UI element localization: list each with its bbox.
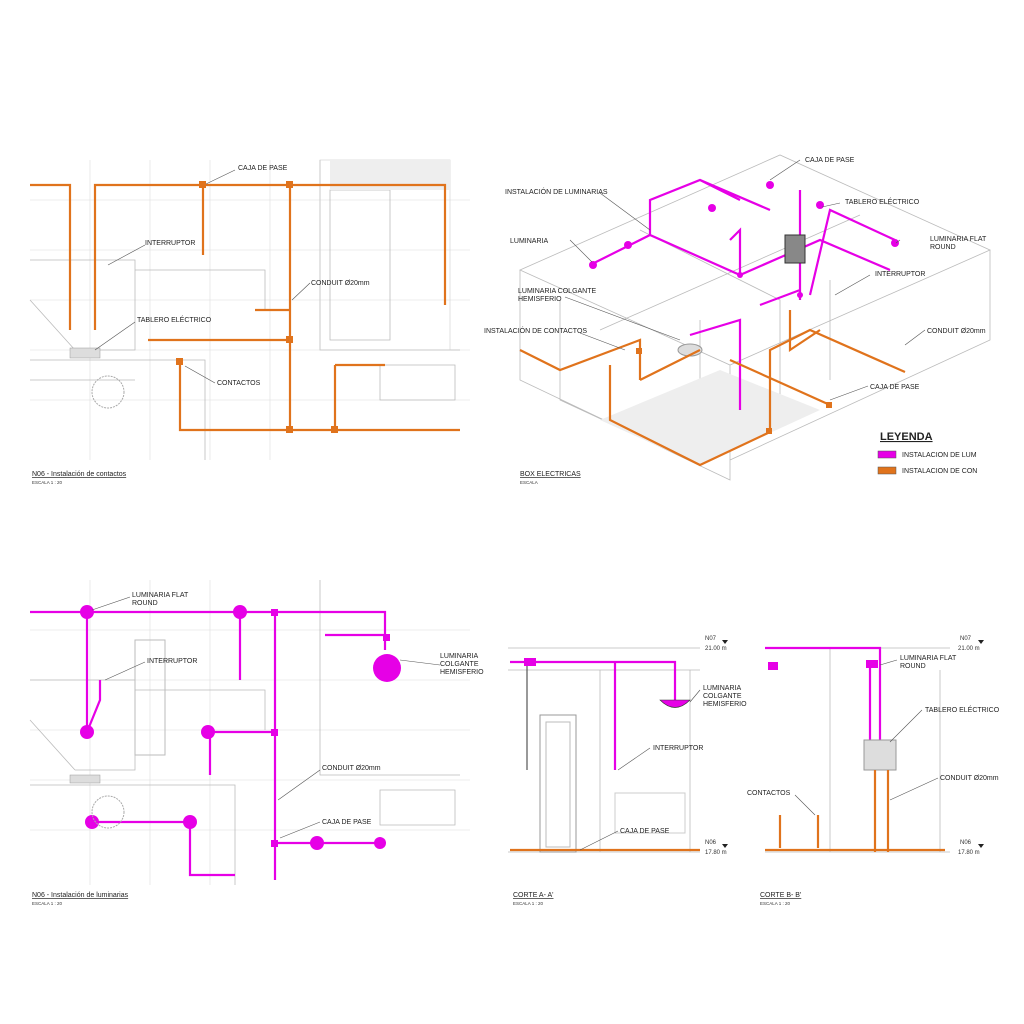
label-luminaria: LUMINARIA	[510, 238, 548, 245]
section-title: CORTE A- A'	[513, 892, 554, 899]
label-caja-de-pase: CAJA DE PASE	[322, 819, 372, 826]
panel-contacts-plan: CAJA DE PASE INTERRUPTOR TABLERO ELÉCTRI…	[29, 159, 470, 485]
label-caja-de-pase: CAJA DE PASE	[238, 165, 288, 172]
level-n06-name: N06	[705, 840, 717, 846]
section-title: CORTE B- B'	[760, 892, 801, 899]
label-interruptor: INTERRUPTOR	[653, 745, 703, 752]
panel-scale: ESCALA 1 : 20	[32, 901, 63, 906]
label-luminaria-flat: LUMINARIA FLAT	[900, 655, 957, 662]
level-n07-name: N07	[705, 636, 717, 642]
label-luminaria: LUMINARIA	[703, 685, 741, 692]
panel-title: N06 - Instalación de contactos	[32, 471, 127, 478]
panel-scale: ESCALA 1 : 20	[32, 480, 63, 485]
label-caja-de-pase: CAJA DE PASE	[620, 828, 670, 835]
legend: LEYENDA INSTALACION DE LUM INSTALACION D…	[877, 431, 977, 475]
level-n07-name: N07	[960, 636, 972, 642]
legend-label-contacts: INSTALACION DE CON	[902, 468, 977, 475]
level-n07-value: 21.00 m	[958, 646, 980, 652]
label-tablero: TABLERO ELÉCTRICO	[845, 197, 920, 206]
label-colgante: LUMINARIA COLGANTE	[518, 288, 597, 295]
label-round: ROUND	[930, 244, 956, 251]
label-instalacion-luminarias: INSTALACIÓN DE LUMINARIAS	[505, 187, 608, 196]
section-a: N07 21.00 m N06 17.80 m LUMINARIA COLGAN…	[508, 636, 747, 906]
label-caja-de-pase-top: CAJA DE PASE	[805, 157, 855, 164]
label-round: ROUND	[900, 663, 926, 670]
label-conduit: CONDUIT Ø20mm	[311, 280, 370, 287]
panel-lighting-plan: LUMINARIA FLAT ROUND INTERRUPTOR LUMINAR…	[29, 580, 484, 906]
label-luminaria: LUMINARIA	[440, 653, 478, 660]
label-tablero: TABLERO ELÉCTRICO	[925, 705, 1000, 714]
level-n07-value: 21.00 m	[705, 646, 727, 652]
section-scale: ESCALA 1 : 20	[513, 901, 544, 906]
label-caja-de-pase-bottom: CAJA DE PASE	[870, 384, 920, 391]
panel-scale: ESCALA	[520, 480, 538, 485]
label-luminaria-flat: LUMINARIA FLAT	[132, 592, 189, 599]
label-round: ROUND	[132, 600, 158, 607]
label-colgante: COLGANTE	[703, 693, 742, 700]
label-colgante: COLGANTE	[440, 661, 479, 668]
label-conduit: CONDUIT Ø20mm	[927, 328, 986, 335]
label-hemisferio: HEMISFERIO	[703, 701, 747, 708]
label-contactos: CONTACTOS	[747, 790, 791, 797]
label-contactos: CONTACTOS	[217, 380, 261, 387]
panel-title: BOX ELECTRICAS	[520, 471, 581, 478]
label-conduit: CONDUIT Ø20mm	[940, 775, 999, 782]
label-interruptor: INTERRUPTOR	[145, 240, 195, 247]
section-b: N07 21.00 m N06 17.80 m LUMINARIA FLAT R…	[747, 636, 1000, 906]
label-tablero: TABLERO ELÉCTRICO	[137, 315, 212, 324]
label-interruptor: INTERRUPTOR	[875, 271, 925, 278]
level-n06-name: N06	[960, 840, 972, 846]
section-scale: ESCALA 1 : 20	[760, 901, 791, 906]
level-n06-value: 17.80 m	[705, 850, 727, 856]
label-hemisferio: HEMISFERIO	[518, 296, 562, 303]
legend-swatch-lighting	[877, 450, 897, 459]
label-luminaria-flat: LUMINARIA FLAT	[930, 236, 987, 243]
panel-title: N06 - Instalación de luminarias	[32, 892, 129, 899]
legend-title: LEYENDA	[880, 431, 933, 443]
panel-isometric: CAJA DE PASE INSTALACIÓN DE LUMINARIAS T…	[484, 154, 991, 485]
label-hemisferio: HEMISFERIO	[440, 669, 484, 676]
label-instalacion-contactos: INSTALACIÓN DE CONTACTOS	[484, 326, 587, 335]
label-conduit: CONDUIT Ø20mm	[322, 765, 381, 772]
legend-label-lighting: INSTALACION DE LUM	[902, 452, 977, 459]
level-n06-value: 17.80 m	[958, 850, 980, 856]
label-interruptor: INTERRUPTOR	[147, 658, 197, 665]
legend-swatch-contacts	[877, 466, 897, 475]
